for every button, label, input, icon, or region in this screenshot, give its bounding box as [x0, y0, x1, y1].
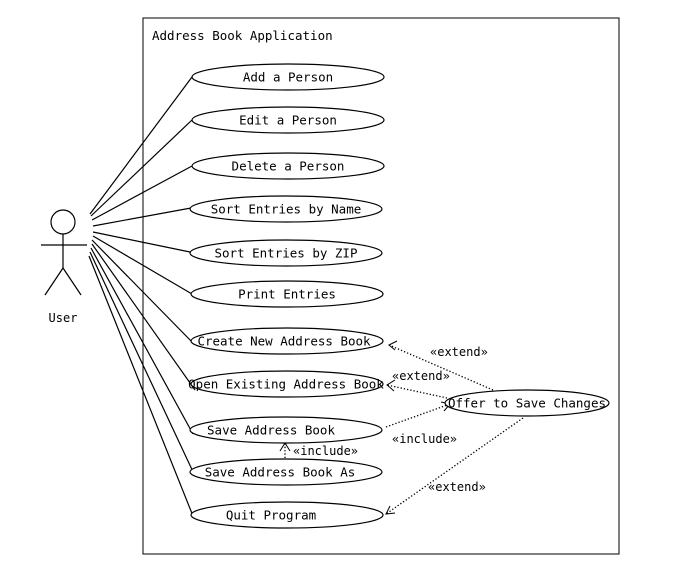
use-case-open: Open Existing Address Book — [188, 370, 384, 398]
actor-associations — [88, 76, 196, 517]
assoc-sort-zip — [92, 231, 191, 253]
use-case-label: Quit Program — [226, 508, 316, 523]
assoc-print — [92, 235, 193, 295]
use-case-label: Add a Person — [243, 70, 333, 85]
arrow-quit — [385, 505, 396, 515]
arrow-open — [386, 379, 396, 392]
system-boundary — [142, 17, 620, 555]
use-case-delete: Delete a Person — [191, 152, 385, 180]
use-case-print: Print Entries — [190, 280, 384, 308]
dep-save — [385, 403, 451, 428]
dep-create — [388, 344, 494, 391]
dep-open — [386, 384, 448, 399]
actor-label: User — [49, 311, 78, 325]
use-case-label: Edit a Person — [239, 113, 337, 128]
assoc-save — [90, 247, 194, 435]
dep-quit — [385, 417, 524, 515]
assoc-save-as — [89, 251, 196, 477]
label-extend-create: «extend» — [430, 345, 488, 359]
use-case-label: Sort Entries by ZIP — [215, 246, 358, 261]
assoc-delete — [91, 165, 193, 221]
arrow-create — [388, 340, 398, 351]
use-case-label: Open Existing Address Book — [188, 377, 384, 392]
assoc-quit — [88, 255, 194, 517]
use-case-label: Print Entries — [238, 287, 336, 302]
use-case-add: Add a Person — [191, 63, 385, 91]
use-case-label: Sort Entries by Name — [211, 202, 362, 217]
use-case-label: Create New Address Book — [197, 334, 371, 349]
label-include-save: «include» — [392, 432, 457, 446]
use-case-quit: Quit Program — [190, 501, 384, 529]
label-extend-quit: «extend» — [428, 480, 486, 494]
use-case-label: Delete a Person — [232, 159, 345, 174]
use-case-create: Create New Address Book — [190, 327, 384, 355]
dependencies — [284, 344, 524, 515]
assoc-sort-name — [92, 207, 192, 227]
use-case-label: Save Address Book As — [205, 465, 356, 480]
use-case-label: Offer to Save Changes — [448, 396, 606, 411]
use-case-label: Save Address Book — [207, 423, 335, 438]
use-case-sort-name: Sort Entries by Name — [189, 195, 383, 223]
label-include-save-as: «include» — [293, 444, 358, 458]
label-extend-open: «extend» — [392, 369, 450, 383]
use-case-edit: Edit a Person — [191, 106, 385, 134]
system-title: Address Book Application — [152, 28, 333, 43]
assoc-edit — [90, 119, 193, 217]
use-case-offer: Offer to Save Changes — [444, 389, 610, 417]
actor-user-icon — [41, 209, 87, 296]
assoc-add — [89, 76, 193, 215]
use-case-save-as: Save Address Book As — [189, 458, 383, 486]
use-case-sort-zip: Sort Entries by ZIP — [189, 239, 383, 267]
use-case-save: Save Address Book — [189, 416, 383, 444]
assoc-open — [91, 243, 196, 391]
assoc-create — [91, 239, 194, 344]
